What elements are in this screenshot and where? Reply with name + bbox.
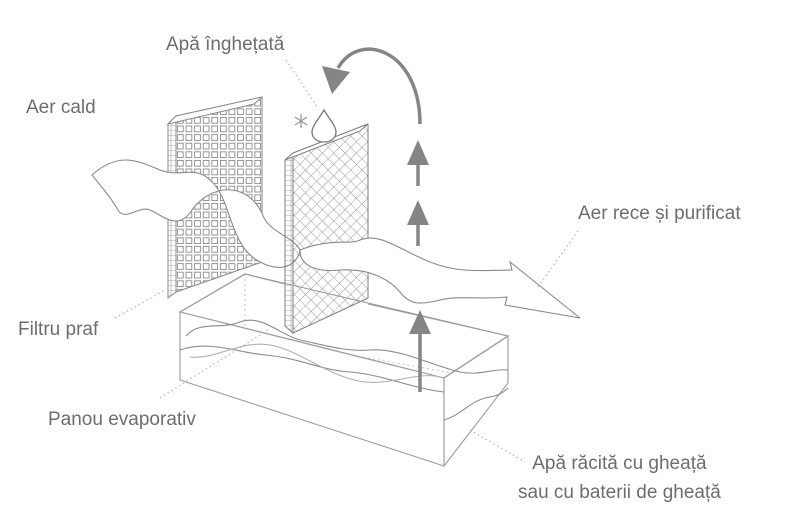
- label-evaporative-panel: Panou evaporativ: [48, 409, 196, 430]
- label-chilled-water-line1: Apă răcită cu gheață: [532, 453, 707, 474]
- label-chilled-water: Apă răcită cu gheață sau cu baterii de g…: [518, 449, 721, 507]
- cold-air-stream: [299, 237, 581, 319]
- label-cold-air: Aer rece și purificat: [578, 203, 741, 224]
- water-waves: [179, 319, 509, 421]
- evaporation-arrows: [407, 140, 431, 392]
- return-arrow: [322, 47, 422, 125]
- label-dust-filter: Filtru praf: [18, 319, 99, 340]
- water-droplet-icon: [311, 108, 337, 143]
- leader-lines: [114, 59, 581, 463]
- label-warm-air: Aer cald: [26, 97, 96, 118]
- label-chilled-water-line2: sau cu baterii de gheață: [518, 482, 721, 503]
- evaporative-panel: [284, 123, 369, 335]
- label-frozen-water: Apă înghețată: [166, 34, 285, 55]
- snowflake-icon: [294, 114, 308, 128]
